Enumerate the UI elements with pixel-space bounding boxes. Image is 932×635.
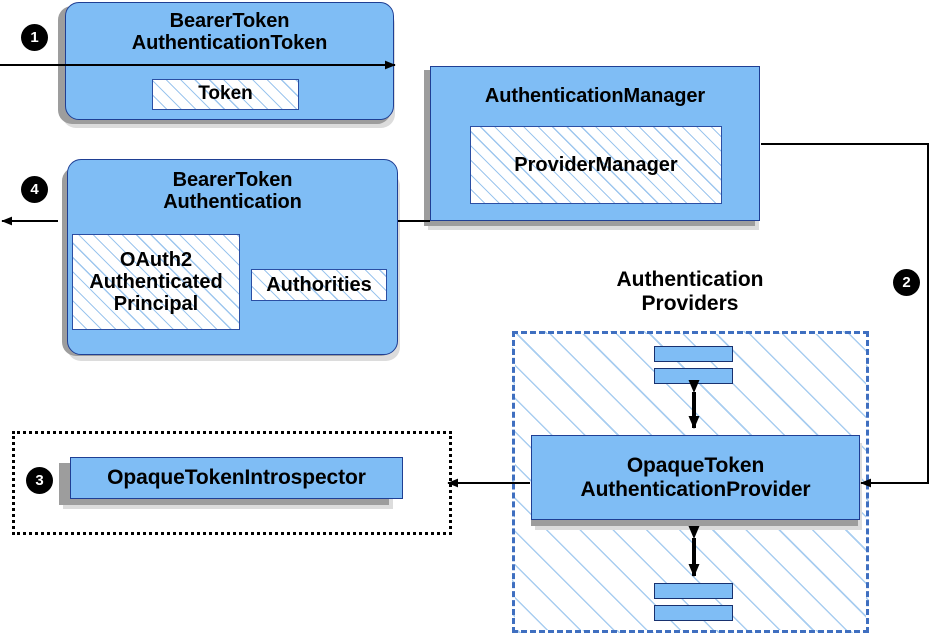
authentication-providers-label-line2: Providers xyxy=(641,291,739,315)
principal-line2: Authenticated xyxy=(89,271,223,293)
node-title-line1: OpaqueToken xyxy=(626,453,765,477)
step-marker-4: 4 xyxy=(22,177,47,202)
inner-box-oauth2-authenticated-principal: OAuth2 Authenticated Principal xyxy=(72,234,240,330)
node-opaque-token-authentication-provider[interactable]: OpaqueToken AuthenticationProvider xyxy=(531,435,860,520)
step-marker-3-number: 3 xyxy=(35,472,44,489)
step-marker-1: 1 xyxy=(22,25,47,50)
inner-box-provider-manager: ProviderManager xyxy=(470,126,722,204)
node-title: AuthenticationManager xyxy=(484,85,706,107)
step-marker-1-number: 1 xyxy=(30,29,39,46)
authentication-providers-label: Authentication Providers xyxy=(560,268,820,315)
node-title-line2: AuthenticationToken xyxy=(131,32,328,55)
node-opaque-token-introspector[interactable]: OpaqueTokenIntrospector xyxy=(70,457,403,499)
node-title-line2: Authentication xyxy=(163,191,302,214)
authentication-providers-label-line1: Authentication xyxy=(616,268,764,291)
node-title-line1: BearerToken xyxy=(169,10,290,32)
provider-stack-bar-top-1 xyxy=(654,346,733,362)
inner-box-token: Token xyxy=(152,79,299,110)
provider-stack-bar-top-2 xyxy=(654,368,733,384)
principal-line3: Principal xyxy=(113,293,199,315)
step-marker-3: 3 xyxy=(27,468,52,493)
node-title-line2: AuthenticationProvider xyxy=(580,477,811,501)
step-marker-2-number: 2 xyxy=(902,274,911,291)
inner-box-authorities: Authorities xyxy=(251,269,387,301)
node-title-line1: BearerToken xyxy=(172,169,293,191)
step-marker-2: 2 xyxy=(894,270,919,295)
provider-stack-bar-bottom-2 xyxy=(654,605,733,621)
provider-stack-bar-bottom-1 xyxy=(654,583,733,599)
principal-line1: OAuth2 xyxy=(119,249,193,271)
step-marker-4-number: 4 xyxy=(30,181,39,198)
node-title: OpaqueTokenIntrospector xyxy=(107,466,366,490)
